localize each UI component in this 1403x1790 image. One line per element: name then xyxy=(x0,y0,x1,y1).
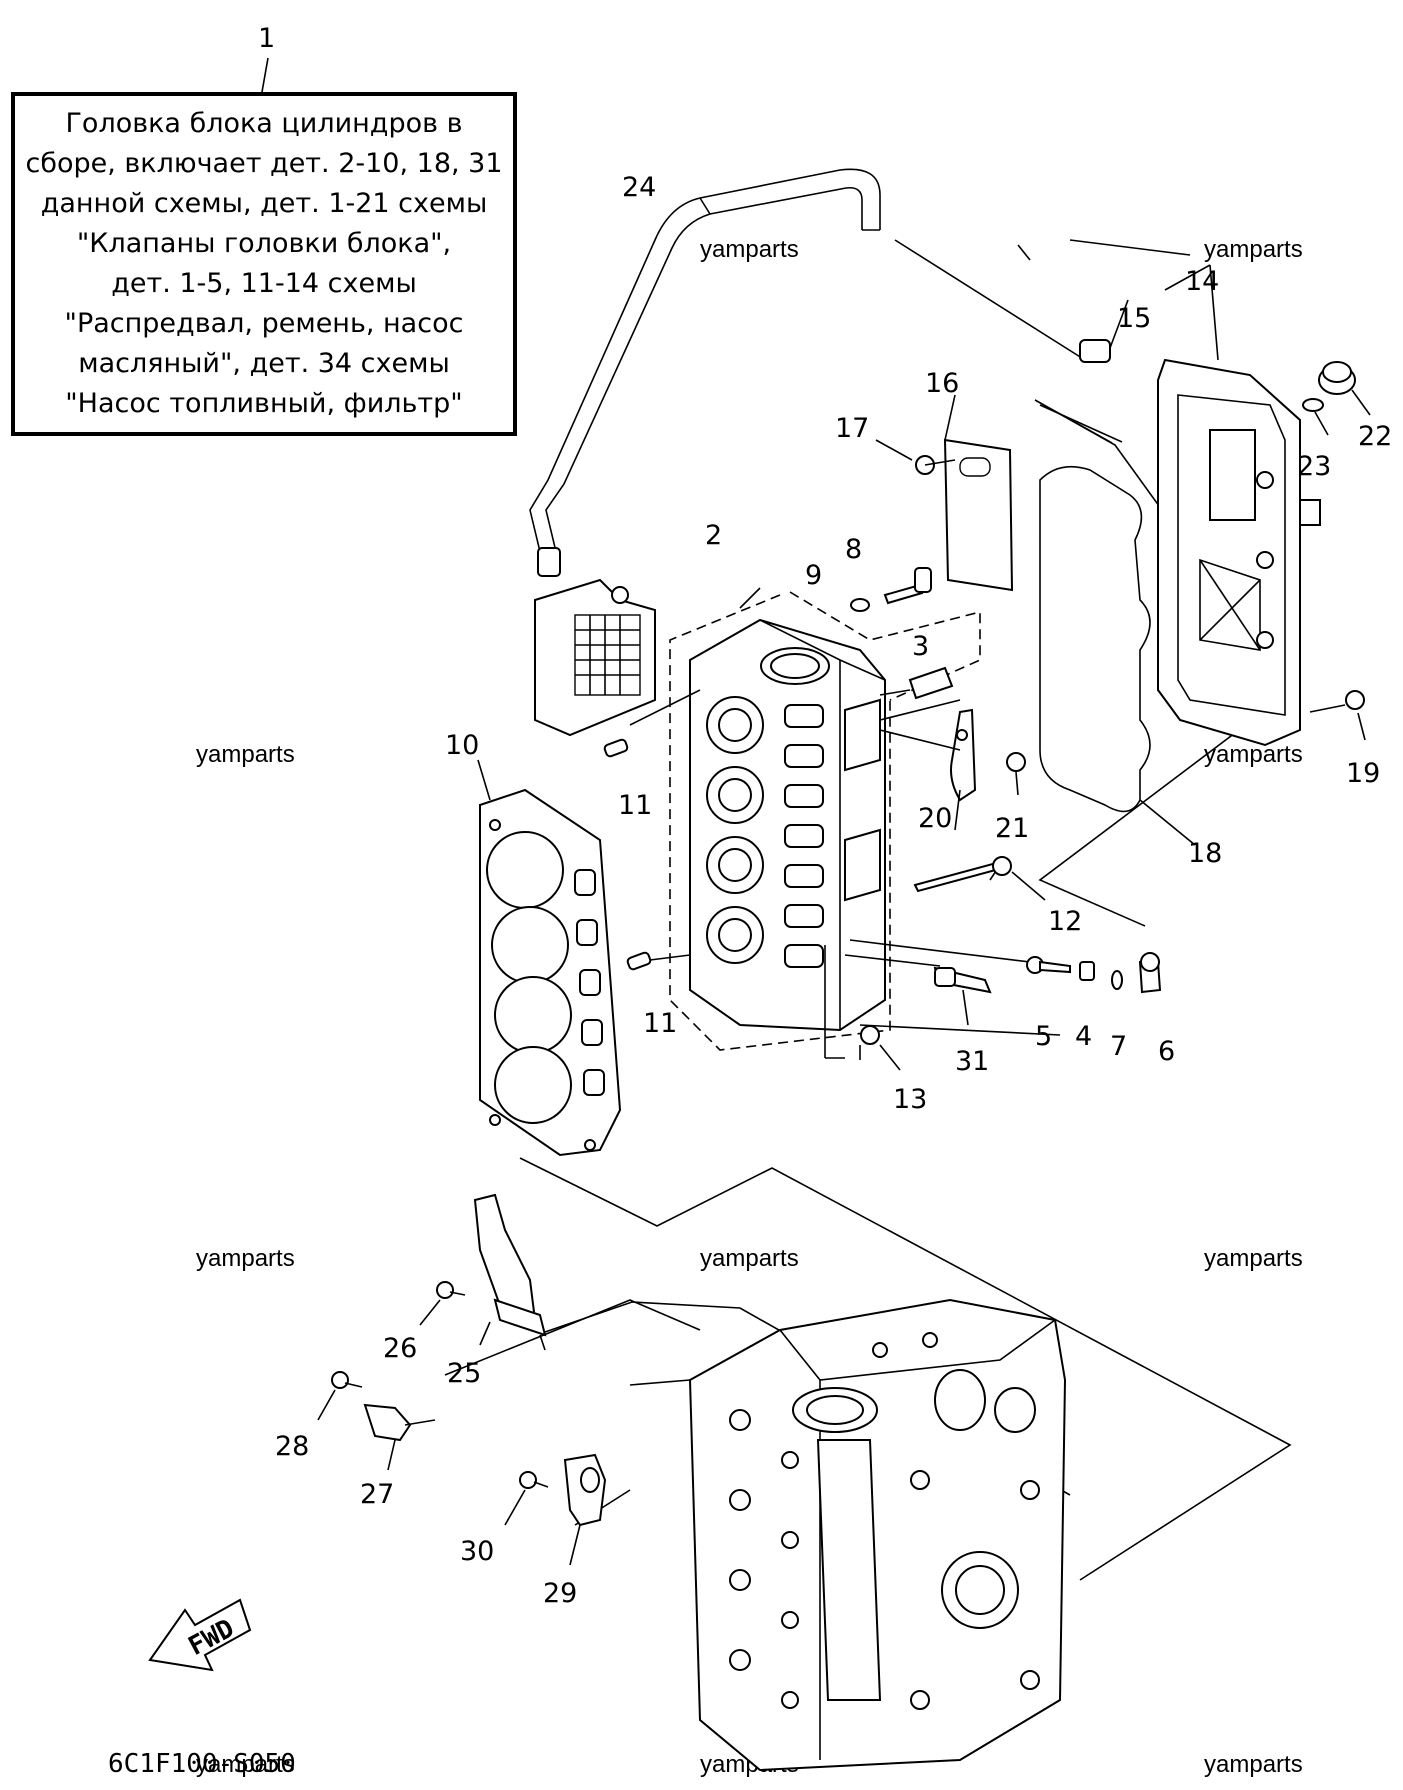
callout-20: 20 xyxy=(918,803,952,834)
note-line: дет. 1-5, 11-14 схемы xyxy=(111,268,417,299)
note-line: данной схемы, дет. 1-21 схемы xyxy=(40,188,488,219)
watermark: yamparts xyxy=(1204,236,1303,263)
callout-26: 26 xyxy=(383,1333,417,1364)
callout-27: 27 xyxy=(360,1479,394,1510)
fwd-arrow-icon: FWD xyxy=(148,1598,252,1672)
callout-11a: 11 xyxy=(618,790,652,821)
part-14-cylinder-head-cover xyxy=(1157,264,1321,747)
callout-labels: 1 2 3 4 5 6 7 8 9 10 11 11 12 13 14 15 1… xyxy=(258,23,1392,1609)
callout-29: 29 xyxy=(543,1578,577,1609)
callout-11b: 11 xyxy=(643,1008,677,1039)
watermark: yamparts xyxy=(1204,741,1303,768)
callout-28: 28 xyxy=(275,1431,309,1462)
callout-30: 30 xyxy=(460,1536,494,1567)
callout-24: 24 xyxy=(622,172,656,203)
note-line: "Клапаны головки блока", xyxy=(76,228,452,259)
callout-13: 13 xyxy=(893,1084,927,1115)
part-24-hose xyxy=(529,168,1191,577)
watermark: yamparts xyxy=(700,236,799,263)
callout-6: 6 xyxy=(1158,1036,1175,1067)
diagram-code: 6C1F100-S050 xyxy=(108,1749,296,1779)
part-2-cylinder-head xyxy=(629,618,886,1032)
callout-10: 10 xyxy=(445,730,479,761)
callout-12: 12 xyxy=(1048,906,1082,937)
callout-21: 21 xyxy=(995,813,1029,844)
callout-3: 3 xyxy=(912,631,929,662)
callout-15: 15 xyxy=(1117,303,1151,334)
small-parts-head xyxy=(603,567,1046,971)
part-10-head-gasket xyxy=(477,759,622,1157)
watermark: yamparts xyxy=(700,1245,799,1272)
assembly-note-box: Головка блока цилиндров в сборе, включае… xyxy=(11,92,517,436)
small-parts-lower xyxy=(824,939,1162,1071)
head-subassembly-outline xyxy=(669,587,981,1051)
callout-16: 16 xyxy=(925,368,959,399)
part-18-gasket xyxy=(1039,465,1196,846)
note-line: сборе, включает дет. 2-10, 18, 31 xyxy=(25,148,503,179)
callout-5: 5 xyxy=(1035,1021,1052,1052)
callout-25: 25 xyxy=(447,1358,481,1389)
part-16-plate xyxy=(943,394,1014,592)
watermark: yamparts xyxy=(196,1751,295,1778)
note-line: "Насос топливный, фильтр" xyxy=(65,388,463,419)
callout-1: 1 xyxy=(258,23,275,54)
watermark: yamparts xyxy=(196,1245,295,1272)
callout-7: 7 xyxy=(1110,1031,1127,1062)
breather-filter xyxy=(534,578,656,737)
crankcase-block xyxy=(629,1298,1067,1772)
callout-17: 17 xyxy=(835,413,869,444)
callout-19: 19 xyxy=(1346,758,1380,789)
note-line: Головка блока цилиндров в xyxy=(65,108,463,139)
note-line: "Распредвал, ремень, насос xyxy=(64,308,464,339)
callout-4: 4 xyxy=(1075,1021,1092,1052)
bracket-parts xyxy=(317,1193,607,1566)
callout-31: 31 xyxy=(955,1046,989,1077)
callout-14: 14 xyxy=(1185,266,1219,297)
callout-18: 18 xyxy=(1188,838,1222,869)
callout-22: 22 xyxy=(1358,421,1392,452)
callout-9: 9 xyxy=(805,560,822,591)
watermark: yamparts xyxy=(1204,1245,1303,1272)
small-parts-upper xyxy=(875,299,1371,796)
note-leader-line xyxy=(261,57,269,93)
callout-8: 8 xyxy=(845,534,862,565)
watermark: yamparts xyxy=(196,741,295,768)
note-line: масляный", дет. 34 схемы xyxy=(78,348,450,379)
callout-23: 23 xyxy=(1297,451,1331,482)
callout-2: 2 xyxy=(705,520,722,551)
watermark: yamparts xyxy=(1204,1751,1303,1778)
